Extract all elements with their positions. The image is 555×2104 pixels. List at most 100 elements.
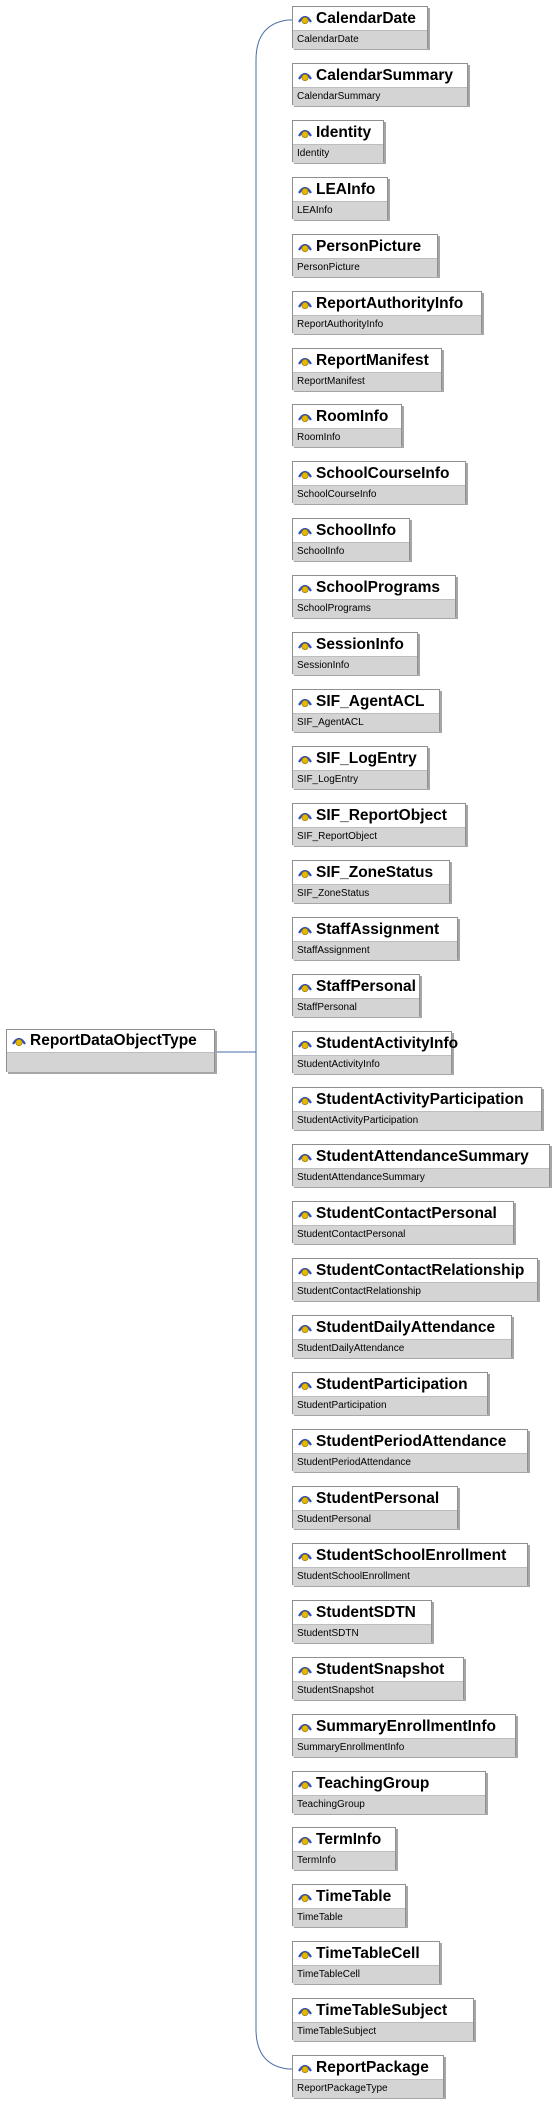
element-type-icon	[298, 1609, 312, 1618]
child-element-name: SessionInfo	[316, 635, 404, 653]
child-element-name: StudentAttendanceSummary	[316, 1147, 529, 1165]
child-element-name: StudentSnapshot	[316, 1660, 445, 1678]
child-element-type: ReportManifest	[293, 372, 441, 391]
child-element-type: SummaryEnrollmentInfo	[293, 1738, 515, 1757]
child-element-type: StudentPersonal	[293, 1510, 457, 1529]
child-element-header: RoomInfo	[293, 405, 401, 428]
element-type-icon	[298, 527, 312, 536]
child-element-header: SIF_ReportObject	[293, 804, 465, 827]
element-type-icon	[298, 470, 312, 479]
element-type-icon	[298, 2007, 312, 2016]
child-element-header: SIF_AgentACL	[293, 690, 439, 713]
child-element-type: StudentActivityInfo	[293, 1055, 451, 1074]
child-element-header: ReportPackage	[293, 2056, 443, 2079]
child-element-header: TeachingGroup	[293, 1772, 485, 1795]
child-element-type: SIF_ZoneStatus	[293, 884, 449, 903]
child-element-type: StaffAssignment	[293, 941, 457, 960]
root-element-box[interactable]: ReportDataObjectType	[6, 1029, 215, 1072]
element-type-icon	[298, 1381, 312, 1390]
child-element-name: Identity	[316, 123, 372, 141]
child-element-header: SchoolCourseInfo	[293, 462, 465, 485]
element-type-icon	[298, 186, 312, 195]
element-type-icon	[298, 1210, 312, 1219]
child-element-type: StudentActivityParticipation	[293, 1111, 541, 1130]
element-type-icon	[298, 1723, 312, 1732]
child-element-header: SchoolInfo	[293, 519, 409, 542]
child-element-type: StudentParticipation	[293, 1396, 487, 1415]
child-element-type: TimeTableSubject	[293, 2022, 473, 2041]
child-element-header: TimeTableCell	[293, 1942, 439, 1965]
child-element-type: Identity	[293, 144, 383, 163]
element-type-icon	[298, 1666, 312, 1675]
child-element-header: SIF_ZoneStatus	[293, 861, 449, 884]
child-element-type: SessionInfo	[293, 656, 417, 675]
child-element-header: StudentAttendanceSummary	[293, 1145, 549, 1168]
child-element-type: SIF_ReportObject	[293, 827, 465, 846]
child-element-name: StudentDailyAttendance	[316, 1318, 496, 1336]
child-element-name: StudentPeriodAttendance	[316, 1432, 507, 1450]
element-type-icon	[298, 1950, 312, 1959]
element-type-icon	[298, 1096, 312, 1105]
child-element-type: StudentPeriodAttendance	[293, 1453, 527, 1472]
child-element-name: StaffAssignment	[316, 920, 440, 938]
child-element-name: TermInfo	[316, 1830, 382, 1848]
child-element-type: ReportPackageType	[293, 2079, 443, 2098]
child-element-header: SchoolPrograms	[293, 576, 455, 599]
child-element-header: LEAInfo	[293, 178, 387, 201]
child-element-header: PersonPicture	[293, 235, 437, 258]
child-element-name: CalendarDate	[316, 9, 416, 27]
element-type-icon	[298, 1836, 312, 1845]
child-element-header: StudentSDTN	[293, 1601, 431, 1624]
element-type-icon	[298, 1893, 312, 1902]
child-element-name: CalendarSummary	[316, 66, 453, 84]
element-type-icon	[298, 413, 312, 422]
child-element-header: StudentSnapshot	[293, 1658, 463, 1681]
child-element-type: TermInfo	[293, 1851, 395, 1870]
child-element-header: StudentParticipation	[293, 1373, 487, 1396]
element-type-icon	[298, 983, 312, 992]
child-element-header: StudentActivityInfo	[293, 1032, 458, 1055]
child-element-type: TimeTable	[293, 1908, 405, 1927]
child-element-header: StudentDailyAttendance	[293, 1316, 511, 1339]
child-element-type: StudentSDTN	[293, 1624, 431, 1643]
child-element-header: StudentSchoolEnrollment	[293, 1544, 527, 1567]
child-element-type: StudentContactRelationship	[293, 1282, 537, 1301]
